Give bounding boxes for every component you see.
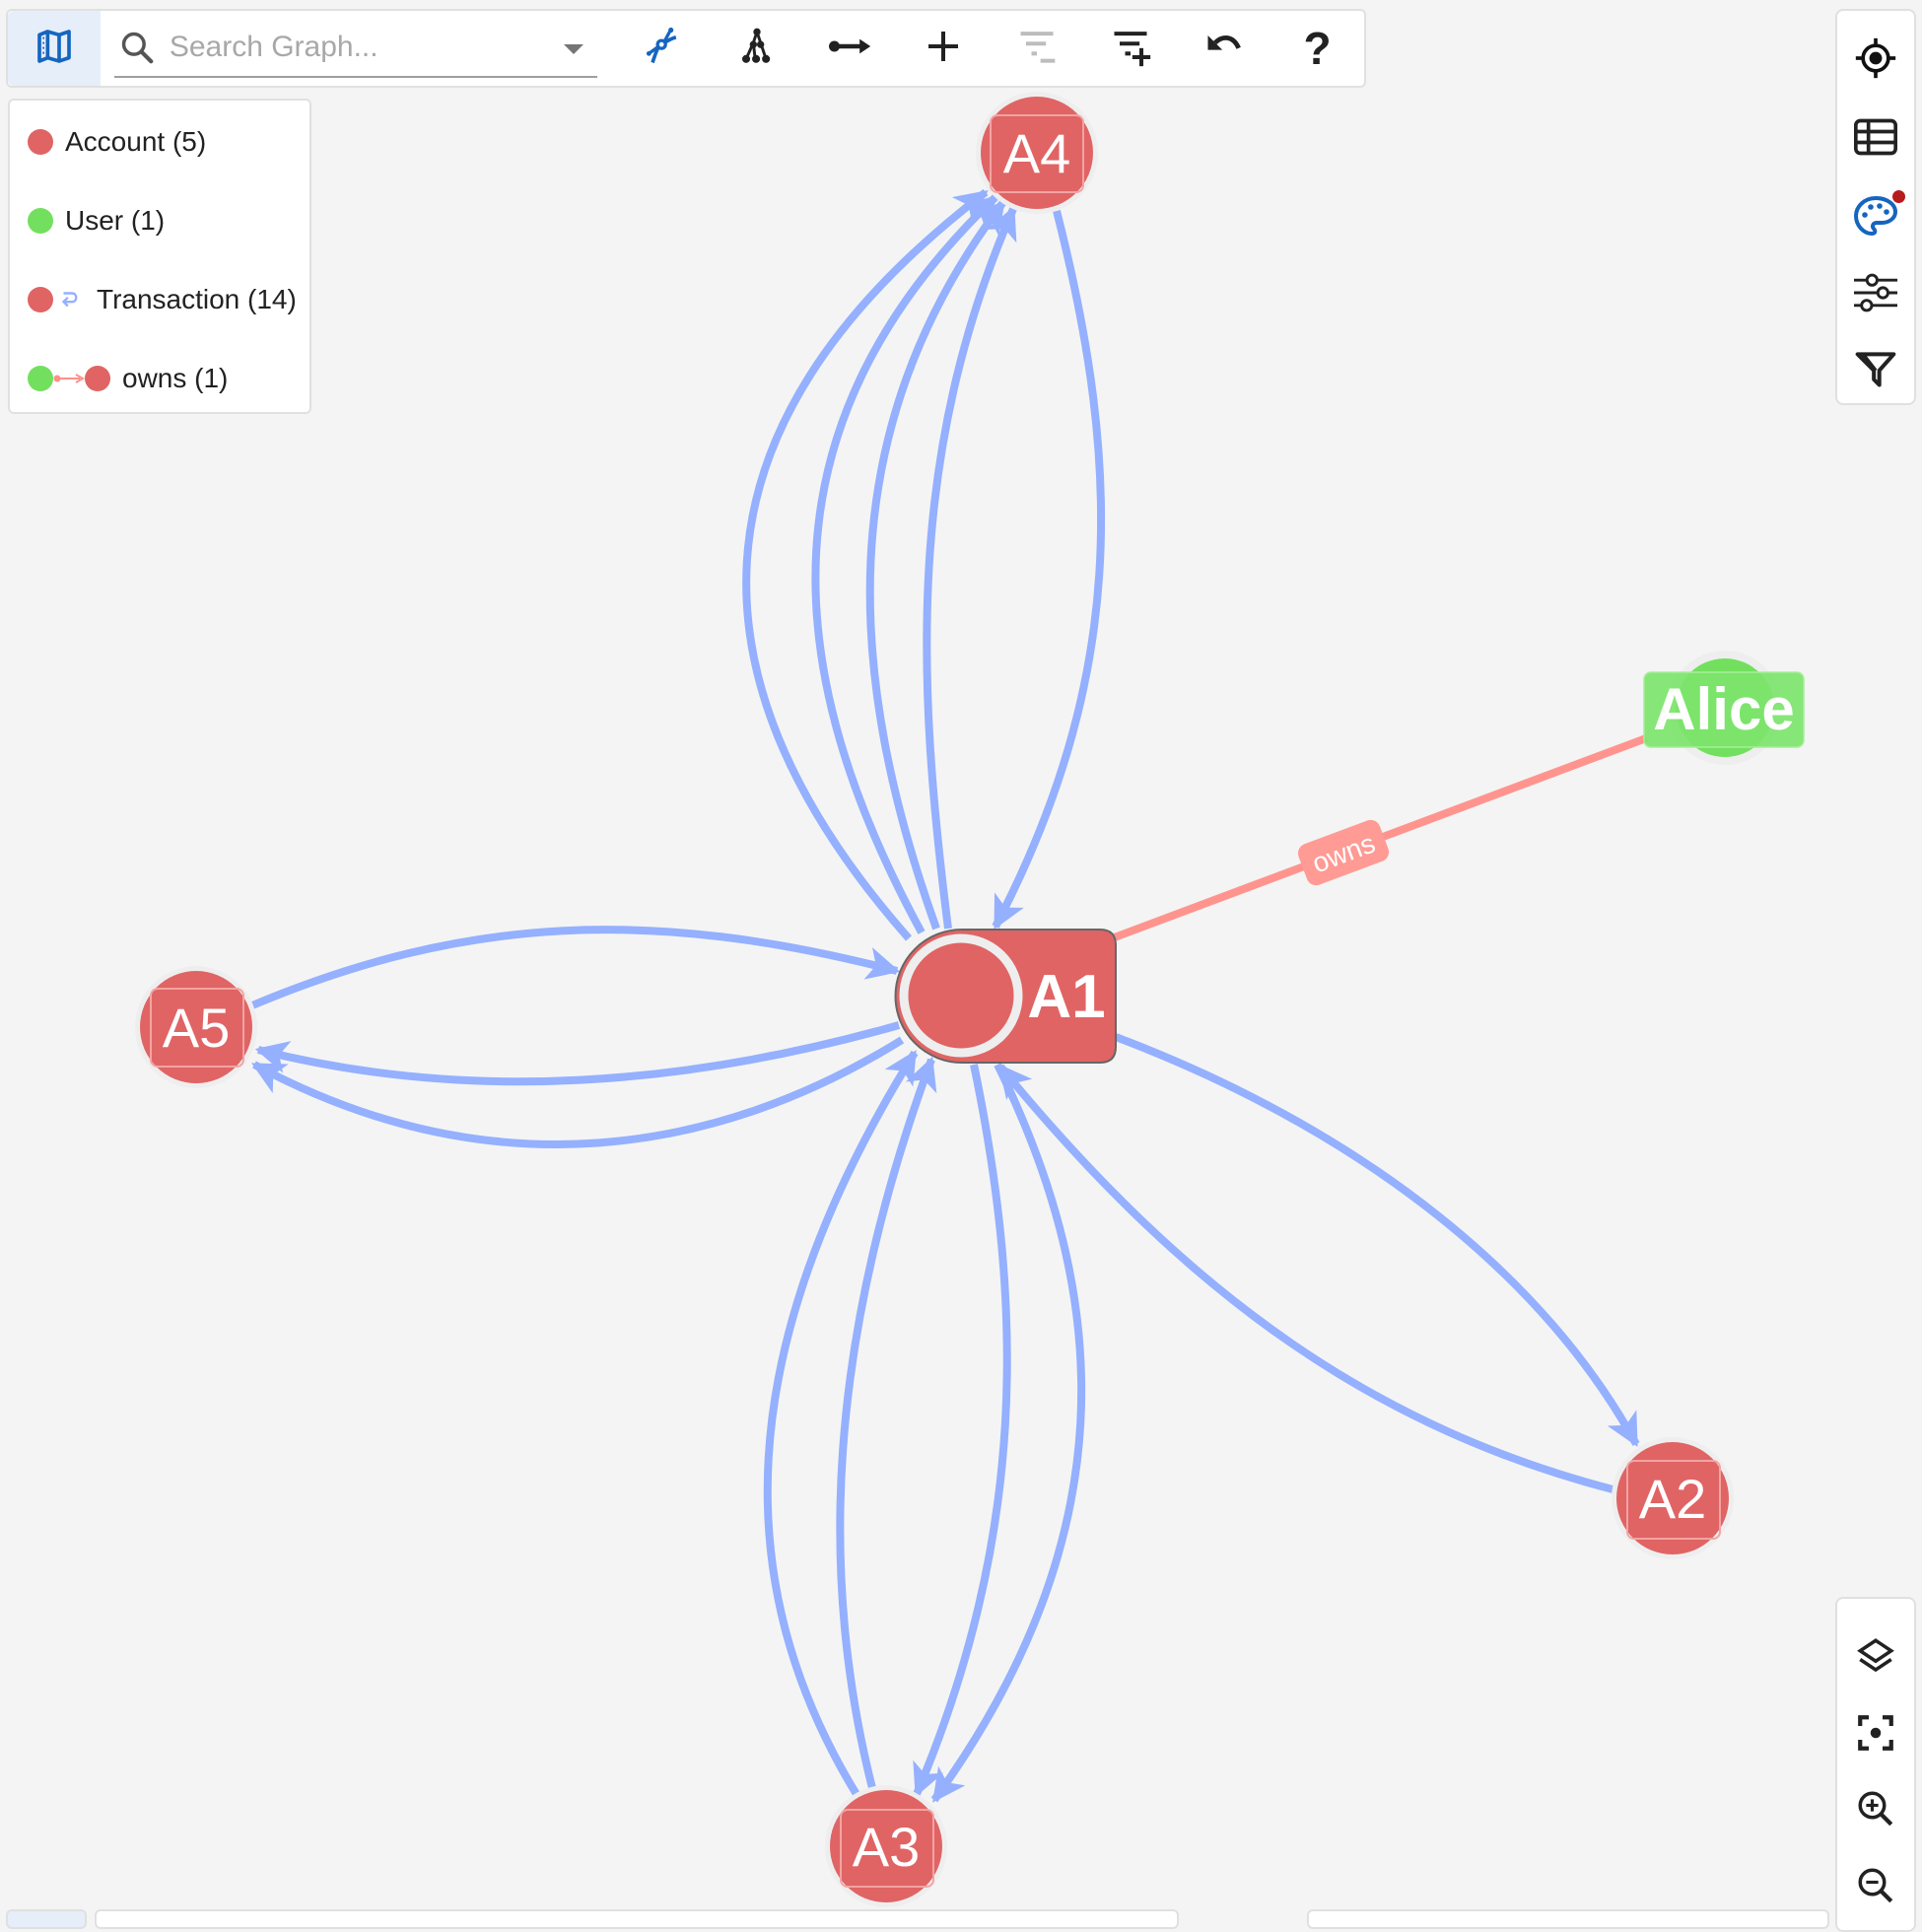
add-node-button[interactable]: [897, 11, 991, 86]
node-a4[interactable]: A4: [976, 92, 1098, 214]
layers-button[interactable]: [1837, 1623, 1914, 1692]
user-dot-icon: [28, 208, 53, 234]
node-a3[interactable]: A3: [825, 1785, 947, 1907]
zoom-out-icon: [1855, 1865, 1896, 1911]
zoom-in-icon: [1855, 1788, 1896, 1834]
node-a5[interactable]: A5: [135, 966, 257, 1088]
palette-notification-badge: [1892, 190, 1905, 203]
add-node-icon: [924, 27, 963, 71]
svg-text:A1: A1: [1027, 963, 1105, 1031]
locate-icon: [1854, 36, 1897, 85]
undo-button[interactable]: [1177, 11, 1270, 86]
undo-icon: [1202, 25, 1246, 73]
edge-transaction[interactable]: [865, 199, 1007, 931]
edge-transaction[interactable]: [992, 210, 1106, 930]
search-box: [113, 19, 597, 78]
search-input[interactable]: [167, 30, 546, 65]
hierarchy-layout-icon: [735, 25, 779, 73]
legend-item-transaction[interactable]: Transaction (14): [28, 284, 297, 315]
legend-label: Transaction (14): [97, 284, 297, 314]
account-dot-icon: [28, 287, 53, 312]
user-dot-icon: [28, 366, 53, 391]
add-edge-button[interactable]: [803, 11, 897, 86]
search-icon: [118, 29, 156, 66]
pathfinding-button[interactable]: [616, 11, 710, 86]
filter-button[interactable]: [1837, 336, 1914, 405]
edge-transaction[interactable]: [763, 1050, 919, 1799]
remove-filter-icon: [1015, 25, 1059, 73]
legend-label: owns (1): [122, 363, 229, 393]
search-dropdown-caret-icon[interactable]: [563, 44, 583, 54]
edge-label-owns: owns: [1297, 819, 1390, 886]
style-palette-button[interactable]: [1837, 181, 1914, 250]
hierarchy-layout-button[interactable]: [710, 11, 803, 86]
right-toolbar-bottom: [1835, 1597, 1916, 1932]
fit-screen-icon: [1855, 1712, 1896, 1759]
palette-icon: [1852, 190, 1905, 240]
bottom-panel-tab[interactable]: [6, 1909, 87, 1929]
node-a1[interactable]: A1: [894, 929, 1117, 1064]
table-view-button[interactable]: [1837, 104, 1914, 173]
svg-text:Alice: Alice: [1653, 676, 1794, 742]
node-alice[interactable]: Alice: [1643, 651, 1805, 765]
bottom-panel-main: [95, 1909, 1179, 1929]
edge-transaction[interactable]: [742, 188, 989, 941]
legend-panel: Account (5) User (1) Transaction (14) ow…: [8, 99, 311, 414]
filter-icon: [1854, 347, 1897, 395]
edge-transaction[interactable]: [996, 1064, 1618, 1494]
remove-filter-button[interactable]: [991, 11, 1084, 86]
svg-text:A4: A4: [1003, 122, 1071, 184]
account-dot-icon: [28, 129, 53, 155]
owns-edge-icon: [53, 371, 85, 386]
legend-item-user[interactable]: User (1): [28, 205, 165, 237]
legend-item-account[interactable]: Account (5): [28, 126, 206, 158]
legend-label: User (1): [65, 205, 166, 236]
pathfinding-icon: [642, 25, 685, 73]
edge-transaction[interactable]: [811, 194, 998, 934]
edge-transaction[interactable]: [251, 1036, 905, 1148]
help-button[interactable]: ?: [1270, 11, 1364, 86]
edge-transaction[interactable]: [254, 1021, 901, 1086]
layers-icon: [1855, 1635, 1896, 1682]
self-loop-edge-icon: [57, 287, 83, 312]
edge-transaction[interactable]: [930, 1063, 1086, 1803]
table-icon: [1852, 115, 1899, 164]
svg-text:A5: A5: [163, 997, 231, 1059]
fit-to-screen-button[interactable]: [1837, 1700, 1914, 1769]
zoom-out-button[interactable]: [1837, 1853, 1914, 1922]
legend-item-owns[interactable]: owns (1): [28, 363, 228, 394]
zoom-in-button[interactable]: [1837, 1776, 1914, 1845]
edge-transaction[interactable]: [836, 1056, 937, 1793]
map-icon: [34, 27, 74, 71]
add-edge-icon: [827, 25, 874, 73]
edge-transaction[interactable]: [250, 926, 901, 1009]
add-filter-icon: [1109, 25, 1152, 73]
bottom-panel-right: [1307, 1909, 1829, 1929]
edge-transaction[interactable]: [1114, 1033, 1640, 1447]
locate-button[interactable]: [1837, 26, 1914, 95]
settings-sliders-button[interactable]: [1837, 260, 1914, 329]
sliders-icon: [1852, 271, 1899, 319]
svg-text:A2: A2: [1639, 1468, 1707, 1530]
help-icon: ?: [1303, 23, 1332, 74]
legend-label: Account (5): [65, 126, 207, 157]
top-toolbar: ?: [6, 9, 1366, 88]
add-filter-button[interactable]: [1084, 11, 1178, 86]
right-toolbar-top: [1835, 9, 1916, 405]
node-a2[interactable]: A2: [1612, 1437, 1734, 1559]
edge-transaction[interactable]: [913, 1064, 1011, 1798]
account-dot-icon: [85, 366, 110, 391]
svg-text:A3: A3: [853, 1816, 921, 1878]
map-button[interactable]: [8, 11, 101, 86]
edge-transaction[interactable]: [923, 205, 1017, 930]
